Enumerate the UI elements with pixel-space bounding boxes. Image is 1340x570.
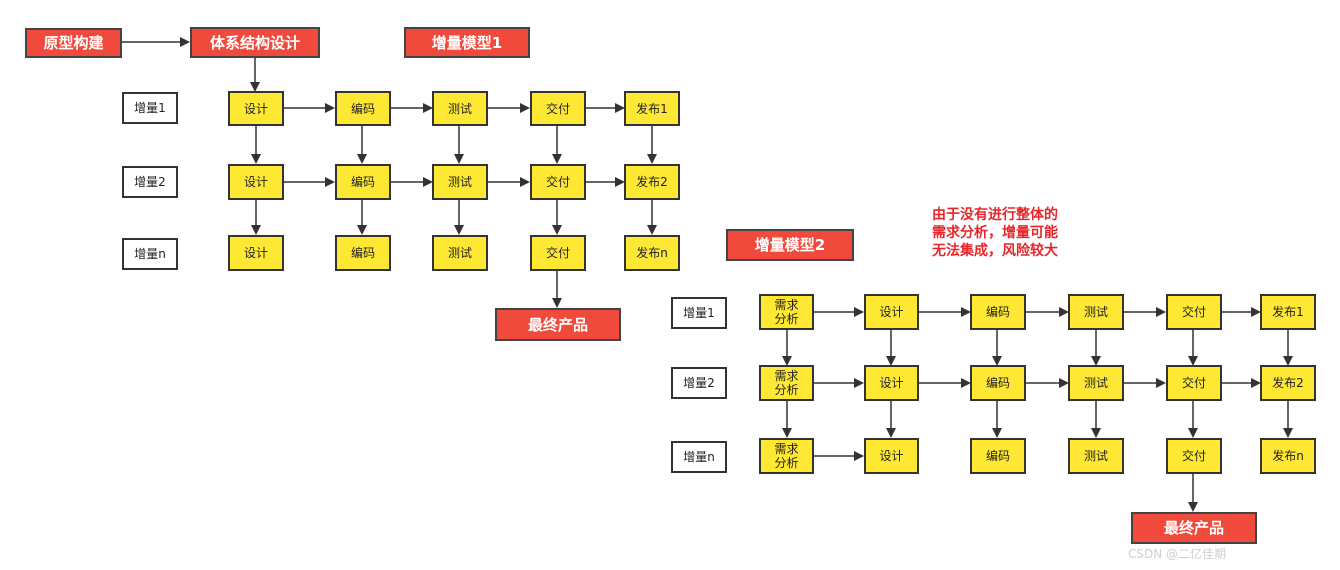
m1-r2-code: 编码 (335, 164, 391, 200)
prototype-box: 原型构建 (25, 28, 122, 58)
m1-r1-design: 设计 (228, 91, 284, 126)
model2-row-label: 增量n (671, 441, 727, 473)
m2-r1-deliver: 交付 (1166, 294, 1222, 330)
m1-rn-release: 发布n (624, 235, 680, 271)
m2-rn-release: 发布n (1260, 438, 1316, 474)
m2-r1-test: 测试 (1068, 294, 1124, 330)
m2-rn-deliver: 交付 (1166, 438, 1222, 474)
m1-rn-code: 编码 (335, 235, 391, 271)
model1-title: 增量模型1 (404, 27, 530, 58)
watermark: CSDN @二亿佳期 (1128, 547, 1227, 561)
m1-r2-deliver: 交付 (530, 164, 586, 200)
model2-final-product: 最终产品 (1131, 512, 1257, 544)
risk-note: 由于没有进行整体的 需求分析，增量可能 无法集成，风险较大 (932, 207, 1058, 259)
m1-r1-test: 测试 (432, 91, 488, 126)
m2-r2-code: 编码 (970, 365, 1026, 401)
model2-row-label: 增量1 (671, 297, 727, 329)
m2-r2-test: 测试 (1068, 365, 1124, 401)
m1-r2-release: 发布2 (624, 164, 680, 200)
m2-rn-test: 测试 (1068, 438, 1124, 474)
model1-final-product: 最终产品 (495, 308, 621, 341)
m2-r1-release: 发布1 (1260, 294, 1316, 330)
m2-r1-req: 需求 分析 (759, 294, 814, 330)
m1-r1-release: 发布1 (624, 91, 680, 126)
m1-rn-test: 测试 (432, 235, 488, 271)
model1-row-label: 增量1 (122, 92, 178, 124)
m1-r2-test: 测试 (432, 164, 488, 200)
model1-row-label: 增量n (122, 238, 178, 270)
m2-rn-design: 设计 (864, 438, 919, 474)
model1-row-label: 增量2 (122, 166, 178, 198)
architecture-design-box: 体系结构设计 (190, 27, 320, 58)
m2-r1-code: 编码 (970, 294, 1026, 330)
m2-rn-req: 需求 分析 (759, 438, 814, 474)
m1-r1-deliver: 交付 (530, 91, 586, 126)
model2-title: 增量模型2 (726, 229, 854, 261)
m1-r1-code: 编码 (335, 91, 391, 126)
m1-rn-deliver: 交付 (530, 235, 586, 271)
m1-r2-design: 设计 (228, 164, 284, 200)
m2-r2-deliver: 交付 (1166, 365, 1222, 401)
m2-r2-release: 发布2 (1260, 365, 1316, 401)
m2-r1-design: 设计 (864, 294, 919, 330)
model2-row-label: 增量2 (671, 367, 727, 399)
m2-r2-design: 设计 (864, 365, 919, 401)
m2-rn-code: 编码 (970, 438, 1026, 474)
m1-rn-design: 设计 (228, 235, 284, 271)
m2-r2-req: 需求 分析 (759, 365, 814, 401)
